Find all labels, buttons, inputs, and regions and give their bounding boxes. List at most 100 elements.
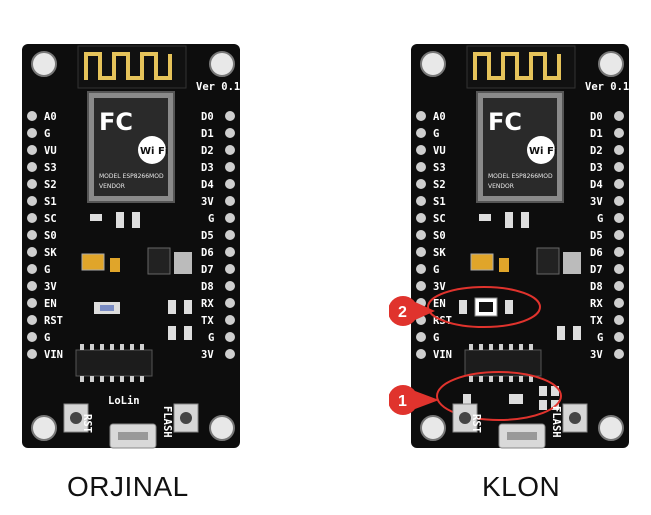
mount-hole: [598, 51, 624, 77]
svg-text:D0: D0: [590, 111, 603, 123]
module-model-text: MODEL ESP8266MOD: [488, 173, 553, 180]
svg-text:TX: TX: [201, 315, 214, 327]
module-model-text: MODEL ESP8266MOD: [99, 173, 164, 180]
original-board-svg: FC Wi Fi MODEL ESP8266MOD VENDOR Ver 0.1…: [22, 44, 240, 449]
lolin-logo: LoLin: [108, 395, 140, 407]
svg-text:VU: VU: [433, 145, 446, 157]
svg-text:D7: D7: [201, 264, 214, 276]
svg-text:VU: VU: [44, 145, 57, 157]
passive-components: [470, 212, 581, 340]
rst-button-cap: [70, 412, 82, 424]
svg-text:D3: D3: [590, 162, 603, 174]
fc-logo: FC: [488, 108, 522, 136]
left-pin-header: [416, 111, 426, 359]
flash-button-cap: [569, 412, 581, 424]
svg-text:S2: S2: [44, 179, 57, 191]
passive-components: [81, 212, 192, 340]
wifi-logo: [527, 136, 555, 164]
svg-text:G: G: [44, 128, 50, 140]
caption-original: ORJINAL: [67, 471, 189, 502]
svg-text:S3: S3: [433, 162, 446, 174]
rst-button-cap: [459, 412, 471, 424]
svg-text:S1: S1: [44, 196, 57, 208]
svg-text:S3: S3: [44, 162, 57, 174]
pcb: [22, 44, 240, 448]
svg-text:G: G: [44, 332, 50, 344]
svg-text:3V: 3V: [590, 196, 603, 208]
antenna-trace: [84, 52, 172, 80]
svg-text:SK: SK: [44, 247, 57, 259]
clone-extra-components: [463, 386, 559, 410]
chip-legs: [469, 344, 533, 382]
svg-text:RST: RST: [44, 315, 63, 327]
marker-1: [389, 385, 418, 415]
wifi-logo-text: Wi Fi: [529, 146, 557, 157]
rst-label: RST: [470, 414, 482, 433]
svg-text:D6: D6: [201, 247, 214, 259]
svg-text:G: G: [433, 264, 439, 276]
mount-hole: [209, 415, 235, 441]
svg-text:3V: 3V: [201, 349, 214, 361]
version-label: Ver 0.1: [585, 81, 629, 93]
svg-text:SC: SC: [44, 213, 57, 225]
mount-hole: [598, 415, 624, 441]
right-pin-header: [614, 111, 624, 359]
version-label: Ver 0.1: [196, 81, 240, 93]
svg-text:G: G: [433, 128, 439, 140]
svg-text:3V: 3V: [433, 281, 446, 293]
marker-2-label: 2: [398, 304, 407, 321]
marker-1-label: 1: [398, 393, 407, 410]
micro-usb-slot: [118, 432, 148, 440]
left-pin-labels: A0 G VU S3 S2 S1 SC S0 SK G 3V EN RST G …: [44, 111, 63, 361]
flash-label: FLASH: [161, 406, 173, 438]
mount-hole: [209, 51, 235, 77]
clone-resistor: [505, 300, 513, 314]
svg-text:A0: A0: [44, 111, 57, 123]
svg-text:RX: RX: [590, 298, 603, 310]
original-board-photo: FC Wi Fi MODEL ESP8266MOD VENDOR Ver 0.1…: [0, 0, 260, 460]
svg-text:S1: S1: [433, 196, 446, 208]
svg-text:D2: D2: [201, 145, 214, 157]
right-pin-labels: D0 D1 D2 D3 D4 3V G D5 D6 D7 D8 RX TX G …: [201, 111, 214, 361]
rst-label: RST: [81, 414, 93, 433]
micro-usb-slot: [507, 432, 537, 440]
svg-text:3V: 3V: [44, 281, 57, 293]
svg-text:3V: 3V: [590, 349, 603, 361]
svg-text:D8: D8: [201, 281, 214, 293]
left-pin-header: [27, 111, 37, 359]
svg-text:SK: SK: [433, 247, 446, 259]
svg-text:A0: A0: [433, 111, 446, 123]
svg-text:D1: D1: [201, 128, 214, 140]
svg-text:D1: D1: [590, 128, 603, 140]
svg-text:D4: D4: [590, 179, 603, 191]
marker-2-pointer: [415, 302, 435, 320]
svg-text:D7: D7: [590, 264, 603, 276]
clone-board-photo: FC Wi Fi MODEL ESP8266MOD VENDOR Ver 0.1…: [389, 0, 649, 460]
svg-text:G: G: [433, 332, 439, 344]
antenna-trace: [473, 52, 561, 80]
chip-legs: [80, 344, 144, 382]
caption-clone: KLON: [482, 471, 561, 502]
module-vendor-text: VENDOR: [488, 183, 514, 190]
svg-text:D6: D6: [590, 247, 603, 259]
wifi-logo: [138, 136, 166, 164]
svg-text:D5: D5: [590, 230, 603, 242]
svg-text:G: G: [208, 332, 214, 344]
svg-text:VIN: VIN: [433, 349, 452, 361]
marker-1-pointer: [415, 391, 439, 409]
svg-text:D5: D5: [201, 230, 214, 242]
pcb: [411, 44, 629, 448]
highlight-ellipse-2: [427, 286, 541, 328]
svg-text:VIN: VIN: [44, 349, 63, 361]
clone-board-svg: FC Wi Fi MODEL ESP8266MOD VENDOR Ver 0.1…: [389, 44, 629, 449]
svg-text:S0: S0: [433, 230, 446, 242]
svg-text:G: G: [208, 213, 214, 225]
svg-text:TX: TX: [590, 315, 603, 327]
svg-text:D4: D4: [201, 179, 214, 191]
svg-text:EN: EN: [44, 298, 57, 310]
clone-resistor: [459, 300, 467, 314]
flash-button-cap: [180, 412, 192, 424]
highlight-ellipse-1: [436, 371, 562, 421]
marker-2: [389, 296, 418, 326]
svg-text:G: G: [597, 213, 603, 225]
